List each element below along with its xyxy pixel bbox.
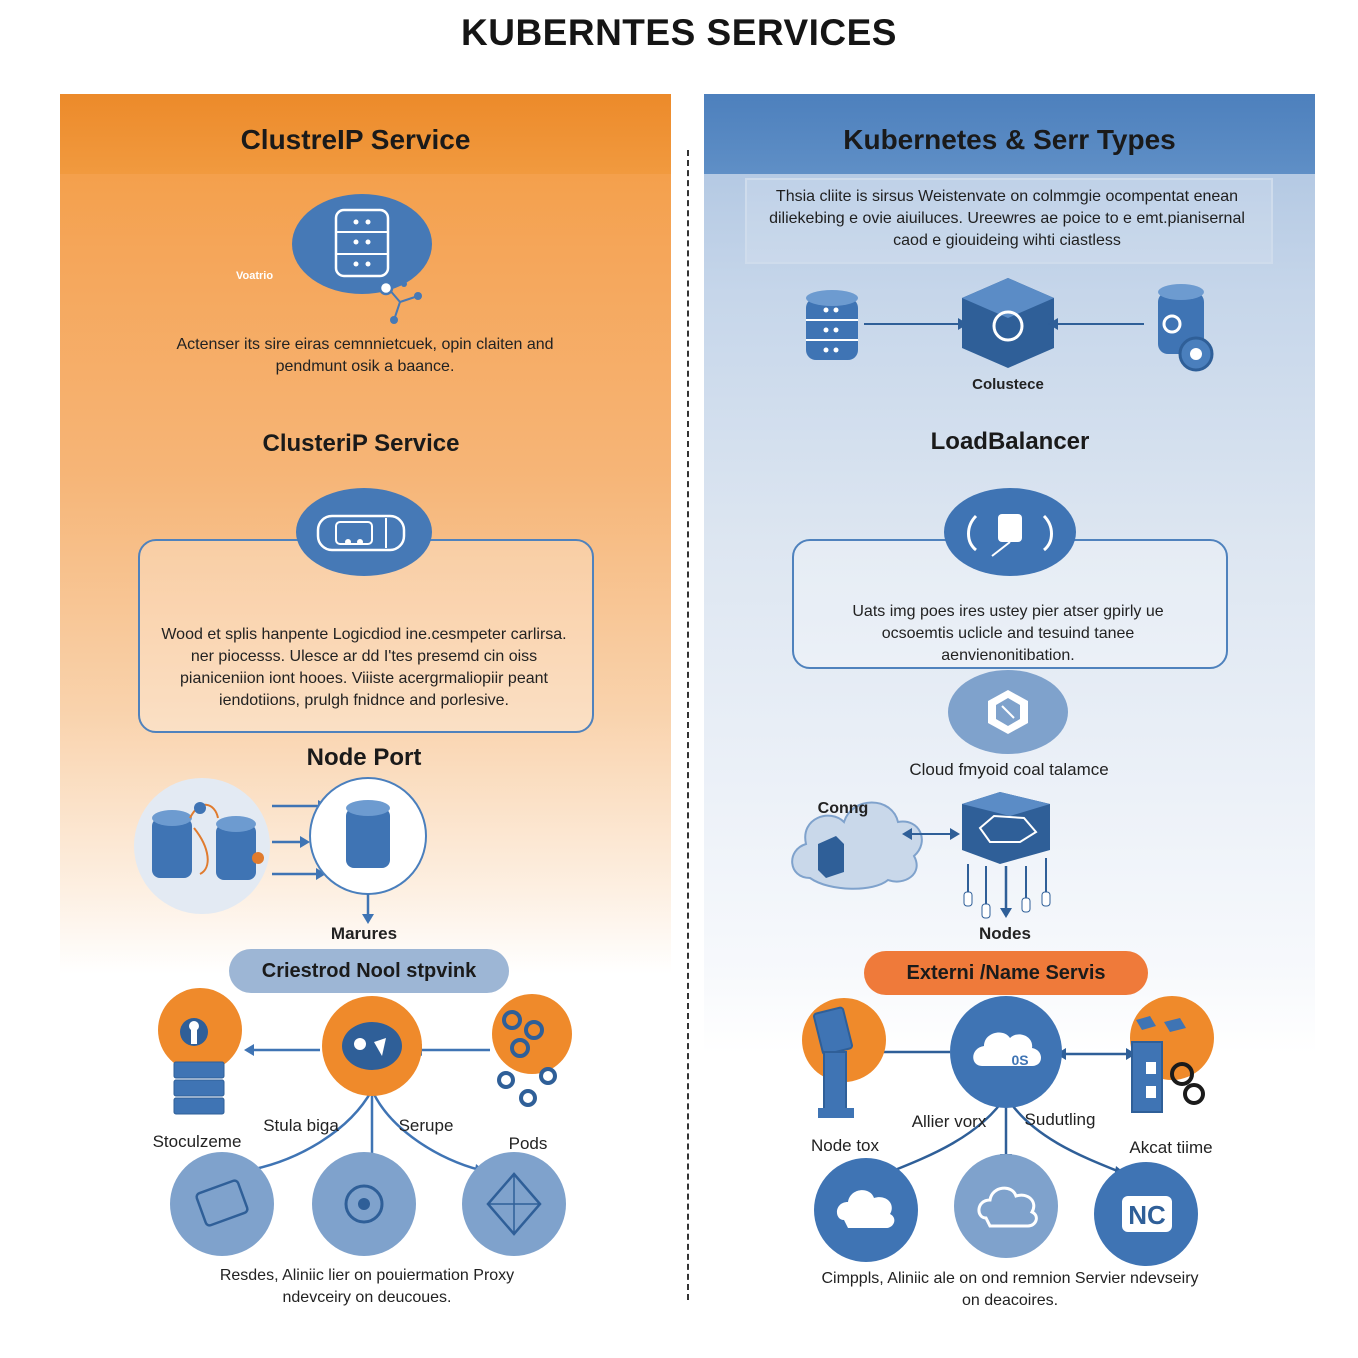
- right-hub-label-3: Sudutling: [1024, 1110, 1096, 1129]
- left-pill: Criestrod Nool stpvink: [229, 949, 509, 993]
- left-text-2: Wood et splis hanpente Logicdiod ine.ces…: [161, 626, 567, 709]
- nodes-label: Nodes: [979, 924, 1031, 943]
- left-hub-network: [158, 988, 572, 1256]
- right-hub-label-1: Node tox: [810, 1136, 880, 1155]
- right-hub-label-2: Allier vorx: [911, 1112, 987, 1131]
- intro-box: [745, 178, 1273, 264]
- right-hub-network: [802, 996, 1214, 1266]
- database-icon: [292, 194, 432, 324]
- cloud-tag: Conng: [817, 800, 869, 817]
- nc-badge: NC: [1128, 1200, 1166, 1230]
- left-hub-label-4: Pods: [508, 1134, 548, 1153]
- left-section-2-title: ClusteriP Service: [262, 430, 460, 457]
- clusterip-panel: [60, 94, 671, 1324]
- left-footer-text: Resdes, Aliniic lier on pouiermation Pro…: [219, 1267, 515, 1306]
- right-text-2: Uats img poes ires ustey pier atser gpir…: [852, 603, 1164, 664]
- right-hub-label-4: Akcat tiime: [1129, 1138, 1213, 1157]
- service-icon: [296, 488, 432, 576]
- right-pill: Externi /Name Servis: [864, 951, 1148, 995]
- cloud-nodes-diagram: [791, 792, 1051, 919]
- right-intro-text: Thsia cliite is sirsus Weistenvate on co…: [769, 188, 1245, 249]
- left-hub-label-3: Serupe: [398, 1116, 454, 1135]
- hub-cloud-text: 0S: [1011, 1052, 1029, 1068]
- left-text-1: Actenser its sire eiras cemnnietcuek, op…: [176, 336, 554, 375]
- service-types-panel-header: [704, 94, 1315, 174]
- nodeport-label: Marures: [330, 924, 398, 943]
- right-section-2-title: LoadBalancer: [930, 428, 1090, 455]
- loadbalancer-icon: [944, 488, 1076, 576]
- right-header-title: Kubernetes & Serr Types: [843, 124, 1176, 155]
- nodeport-diagram: [134, 777, 427, 924]
- clusterip-panel-header: [60, 94, 671, 174]
- left-hub-label-2: Stula biga: [263, 1116, 339, 1135]
- left-header-title: ClustreIP Service: [240, 124, 471, 155]
- left-hub-label-1: Stoculzeme: [152, 1132, 242, 1151]
- panel-divider: [687, 150, 689, 1300]
- right-footer-text: Cimppls, Aliniic ale on ond remnion Serv…: [821, 1270, 1199, 1309]
- cluster-diagram: [806, 278, 1214, 372]
- icon-tag: Voatrio: [236, 270, 274, 282]
- cluster-label: Colustece: [972, 376, 1044, 393]
- cloud-loadbalancer-icon: [948, 670, 1068, 754]
- page-title: KUBERNTES SERVICES: [461, 12, 897, 53]
- cloud-lb-label: Cloud fmyoid coal talamce: [909, 760, 1109, 779]
- left-section-3-title: Node Port: [306, 744, 422, 771]
